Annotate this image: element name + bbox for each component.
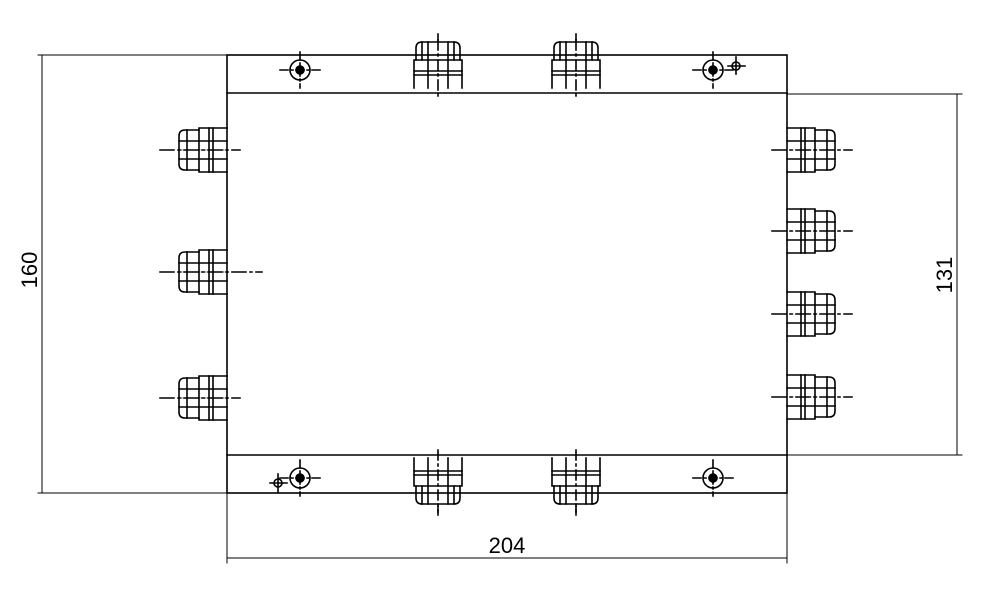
- dimension-width-bottom: 204: [489, 533, 526, 558]
- mounting-hole-icon: [279, 51, 321, 89]
- aux-marker-icon: [269, 56, 746, 493]
- dimension-height-left: 160: [17, 252, 42, 289]
- dimension-bottom: 204: [226, 492, 788, 564]
- dimension-left: 160: [17, 54, 228, 494]
- bottom-cable-glands: [413, 449, 601, 516]
- left-cable-glands: [159, 127, 263, 421]
- mounting-hole-icon: [279, 459, 321, 497]
- mounting-hole-icon: [692, 51, 734, 89]
- mounting-hole-icon: [692, 459, 734, 497]
- dimension-height-right: 131: [932, 257, 957, 294]
- dimension-right: 131: [786, 93, 963, 456]
- top-cable-glands: [413, 33, 601, 99]
- right-cable-glands: [771, 127, 853, 420]
- enclosure-body: [226, 54, 788, 494]
- mounting-holes: [269, 51, 746, 497]
